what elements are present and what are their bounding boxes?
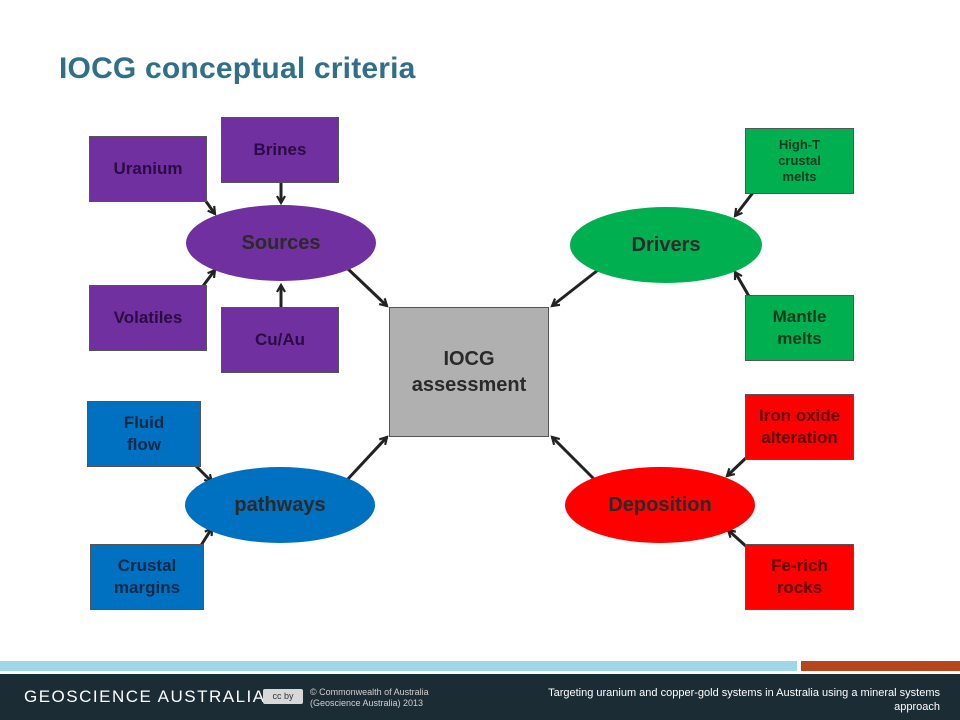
arrow-ironoxide-deposition bbox=[727, 454, 750, 476]
fluid-line-2: flow bbox=[127, 435, 161, 454]
copyright-line-1: © Commonwealth of Australia bbox=[310, 687, 429, 697]
pathways-ellipse: pathways bbox=[185, 467, 375, 543]
ferich-line-1: Fe-rich bbox=[771, 555, 828, 575]
high-t-crustal-melts-box: High-T crustal melts bbox=[745, 128, 854, 194]
arrow-drivers-center bbox=[552, 268, 599, 306]
org-name: GEOSCIENCE AUSTRALIA bbox=[24, 687, 266, 706]
subtitle-line-1: Targeting uranium and copper-gold system… bbox=[548, 687, 940, 699]
copyright-text: © Commonwealth of Australia (Geoscience … bbox=[310, 687, 429, 709]
center-line-2: assessment bbox=[411, 374, 527, 396]
page-title: IOCG conceptual criteria bbox=[59, 52, 416, 85]
volatiles-box: Volatiles bbox=[89, 285, 207, 351]
arrow-hight-drivers bbox=[735, 189, 757, 216]
arrow-pathways-center bbox=[345, 437, 387, 482]
drivers-ellipse: Drivers bbox=[570, 207, 762, 283]
iocg-assessment-box: IOCG assessment bbox=[389, 307, 549, 437]
high-t-line-2: crustal bbox=[778, 152, 821, 168]
arrow-crustal-pathways bbox=[198, 528, 214, 548]
mantle-melts-box: Mantle melts bbox=[745, 295, 854, 361]
deposition-ellipse: Deposition bbox=[565, 467, 755, 543]
crustal-margins-box: Crustal margins bbox=[90, 544, 204, 610]
high-t-line-3: melts bbox=[782, 169, 817, 185]
cc-license-icon: cc by bbox=[263, 689, 303, 704]
center-line-1: IOCG bbox=[443, 348, 495, 370]
footer-stripe bbox=[0, 661, 797, 671]
iron-line-2: alteration bbox=[761, 428, 838, 447]
ferich-line-2: rocks bbox=[776, 578, 823, 597]
crustal-line-2: margins bbox=[113, 578, 181, 597]
fluid-flow-box: Fluid flow bbox=[87, 401, 201, 467]
sources-ellipse: Sources bbox=[186, 205, 376, 281]
presentation-subtitle: Targeting uranium and copper-gold system… bbox=[440, 686, 940, 714]
footer-accent-stripe bbox=[801, 661, 960, 671]
mantle-line-1: Mantle bbox=[772, 306, 827, 326]
crustal-line-1: Crustal bbox=[117, 555, 177, 575]
subtitle-line-2: approach bbox=[894, 701, 940, 713]
brines-box: Brines bbox=[221, 117, 339, 183]
arrow-mantle-drivers bbox=[733, 272, 752, 299]
iron-line-1: Iron oxide bbox=[758, 405, 841, 425]
uranium-box: Uranium bbox=[89, 136, 207, 202]
cu-au-box: Cu/Au bbox=[221, 307, 339, 373]
iron-oxide-alteration-box: Iron oxide alteration bbox=[745, 394, 854, 460]
arrow-ferich-deposition bbox=[728, 530, 750, 550]
arrow-sources-center bbox=[345, 266, 387, 306]
fe-rich-rocks-box: Fe-rich rocks bbox=[745, 544, 854, 610]
mantle-line-2: melts bbox=[777, 329, 822, 348]
copyright-line-2: (Geoscience Australia) 2013 bbox=[310, 698, 424, 708]
footer-bar bbox=[0, 674, 960, 720]
fluid-line-1: Fluid bbox=[123, 412, 165, 432]
arrow-deposition-center bbox=[552, 437, 597, 482]
high-t-line-1: High-T bbox=[778, 136, 821, 152]
